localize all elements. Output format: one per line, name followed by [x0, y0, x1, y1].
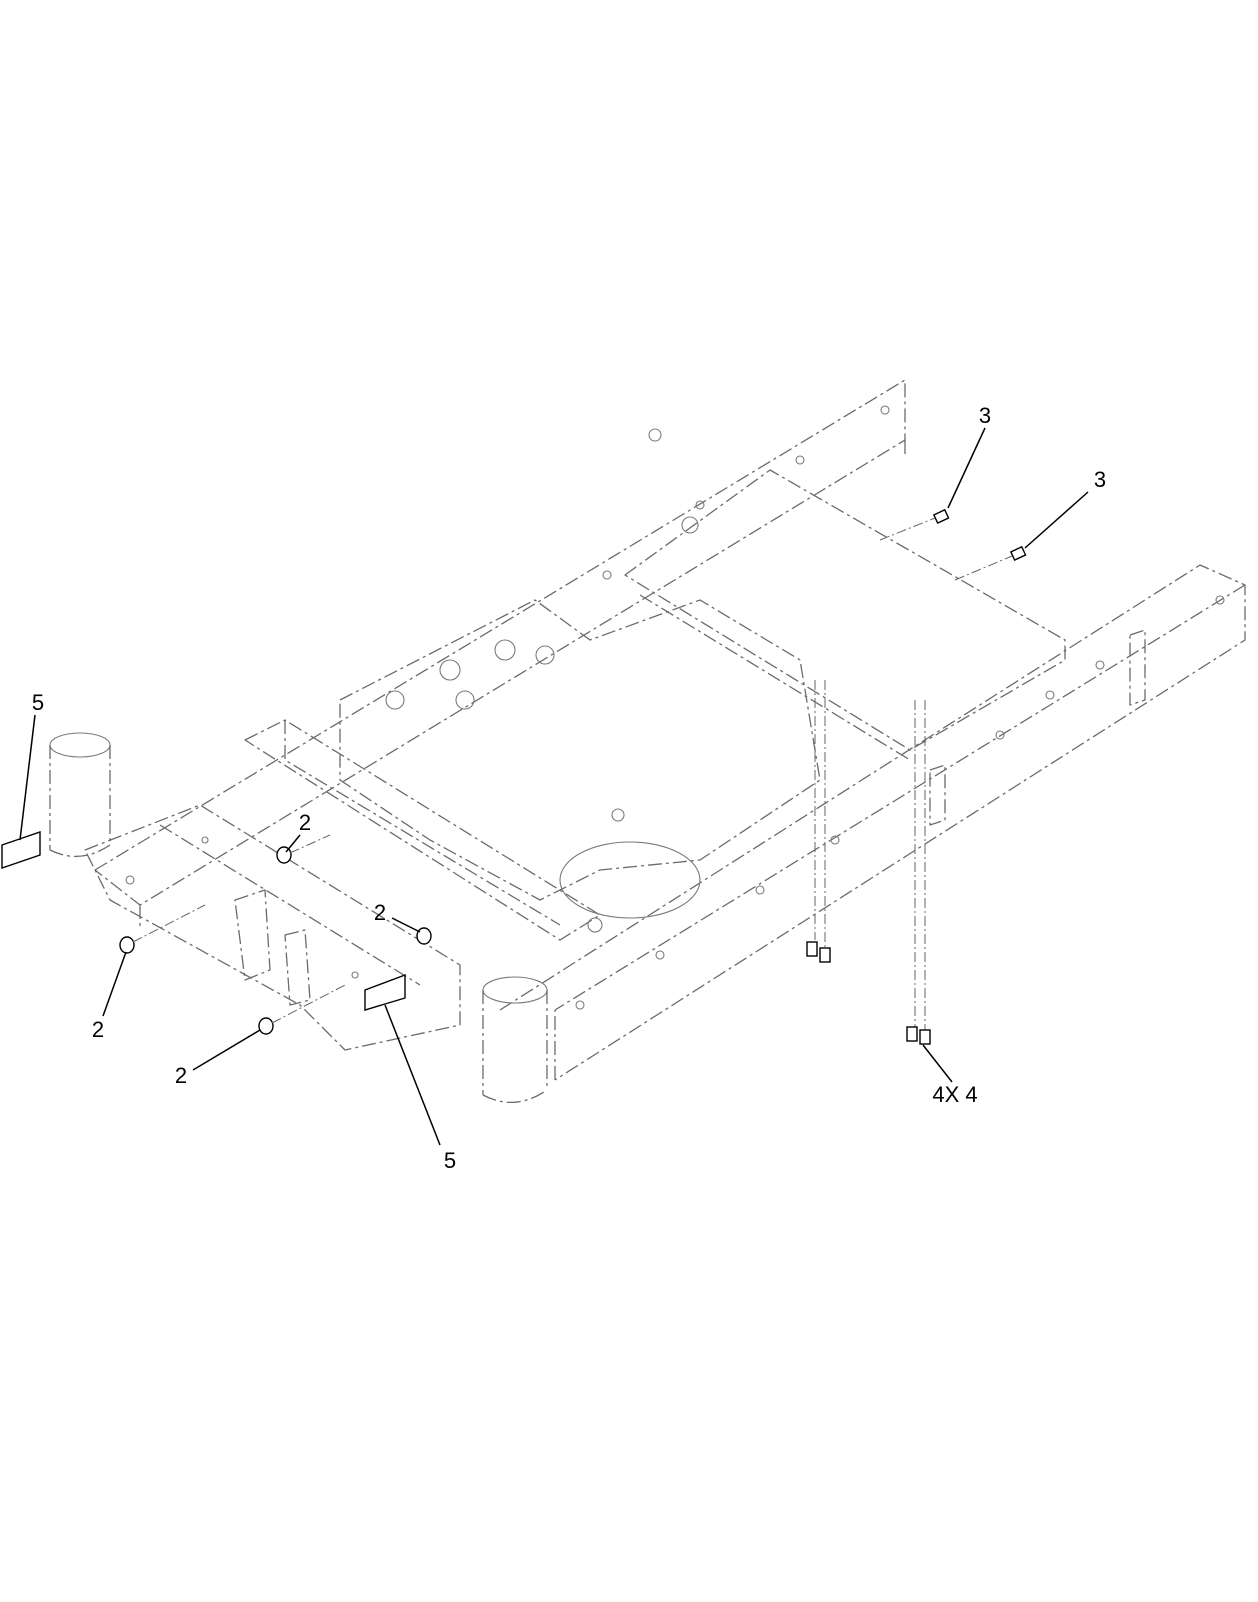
front-bumper-plate [234, 889, 311, 1006]
mower-frame [49, 379, 1246, 1104]
callout-4x4: 4X 4 [932, 1082, 977, 1107]
rear-crossmember [624, 469, 1066, 761]
callout-3-upper: 3 [979, 403, 991, 428]
right-caster-tube [482, 976, 548, 1104]
callout-5-center: 5 [444, 1148, 456, 1173]
callout-3-lower: 3 [1094, 467, 1106, 492]
left-side-rail [94, 379, 906, 930]
callout-2-lower: 2 [175, 1063, 187, 1088]
decals-item-5[interactable] [1, 831, 406, 1011]
front-axle-beam [84, 804, 461, 1051]
front-crossmember [244, 719, 601, 941]
fittings-item-3[interactable] [879, 508, 1027, 581]
callout-2-middle: 2 [374, 900, 386, 925]
callout-2-left: 2 [92, 1017, 104, 1042]
callout-2-upper: 2 [299, 810, 311, 835]
nuts-item-4[interactable] [806, 941, 931, 1045]
frame-holes [125, 405, 1225, 1010]
callout-labels: 3 3 5 2 2 2 2 5 4X 4 [32, 403, 1106, 1173]
callout-5-left: 5 [32, 690, 44, 715]
left-caster-tube [49, 732, 111, 858]
rail-bracket [929, 629, 1146, 826]
rear-line [814, 680, 926, 1030]
right-side-rail [499, 564, 1246, 1081]
callout-leaders [19, 427, 1089, 1146]
bushings-item-2[interactable] [119, 834, 432, 1035]
center-pan [339, 599, 821, 901]
